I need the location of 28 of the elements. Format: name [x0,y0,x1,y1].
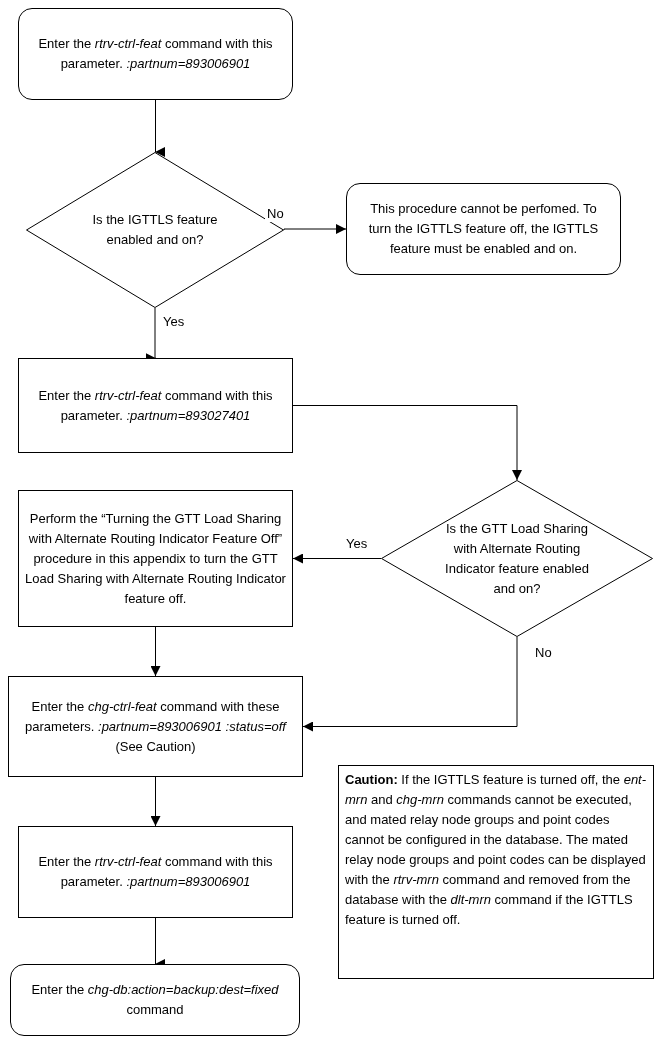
node-text: Enter the rtrv-ctrl-feat command with this parameter. :partnum=893027401 [37,386,274,425]
process-box [18,826,293,918]
node-text: Enter the chg-ctrl-feat command with these parameters. :partnum=893006901 :status=off (See Caution) [24,697,288,756]
arrow [154,99,165,157]
arrow [150,626,161,677]
decision-diamond [26,152,284,308]
node-text: Enter the chg-db:action=backup:dest=fixed command [30,981,280,1019]
arrow [292,553,382,564]
process-box [18,490,293,627]
node-text: Is the GTT Load Sharing with Alternate Routing Indicator feature enabled and on? [444,519,590,598]
node-text: Perform the “Turning the GTT Load Sharing with Alternate Routing Indicator Feature Off” procedure in this appendix to turn the GTT Load Sharing with Alternate Routing Indicator feature off. [24,509,287,608]
terminal-box [10,964,300,1036]
edge-label: No [265,206,286,222]
decision-diamond [381,480,653,637]
node-text: Enter the rtrv-ctrl-feat command with this parameter. :partnum=893006901 [37,853,274,891]
terminal-box [346,183,621,275]
node-text: Enter the rtrv-ctrl-feat command with this parameter. :partnum=893006901 [37,35,274,73]
node-text: This procedure cannot be perfomed. To turn the IGTTLS feature off, the IGTTLS feature must be enabled and on. [367,200,600,258]
arrow [150,776,161,827]
process-box [18,358,293,453]
terminal-box [18,8,293,100]
arrow [302,636,518,732]
arrow [292,405,522,481]
arrow [283,224,347,234]
note-box [338,765,654,979]
process-box [8,676,303,777]
caution-text: Caution: If the IGTTLS feature is turned off, the ent-mrn and chg-mrn commands cannot be executed, and mated relay node groups and point codes cannot be configured in the database. The mated relay node groups and point codes can be displayed with the rtrv-mrn command and removed from the database with the dlt-mrn command if the IGTTLS feature is turned off. [345,771,648,929]
node-text: Is the IGTTLS feature enabled and on? [91,211,219,249]
